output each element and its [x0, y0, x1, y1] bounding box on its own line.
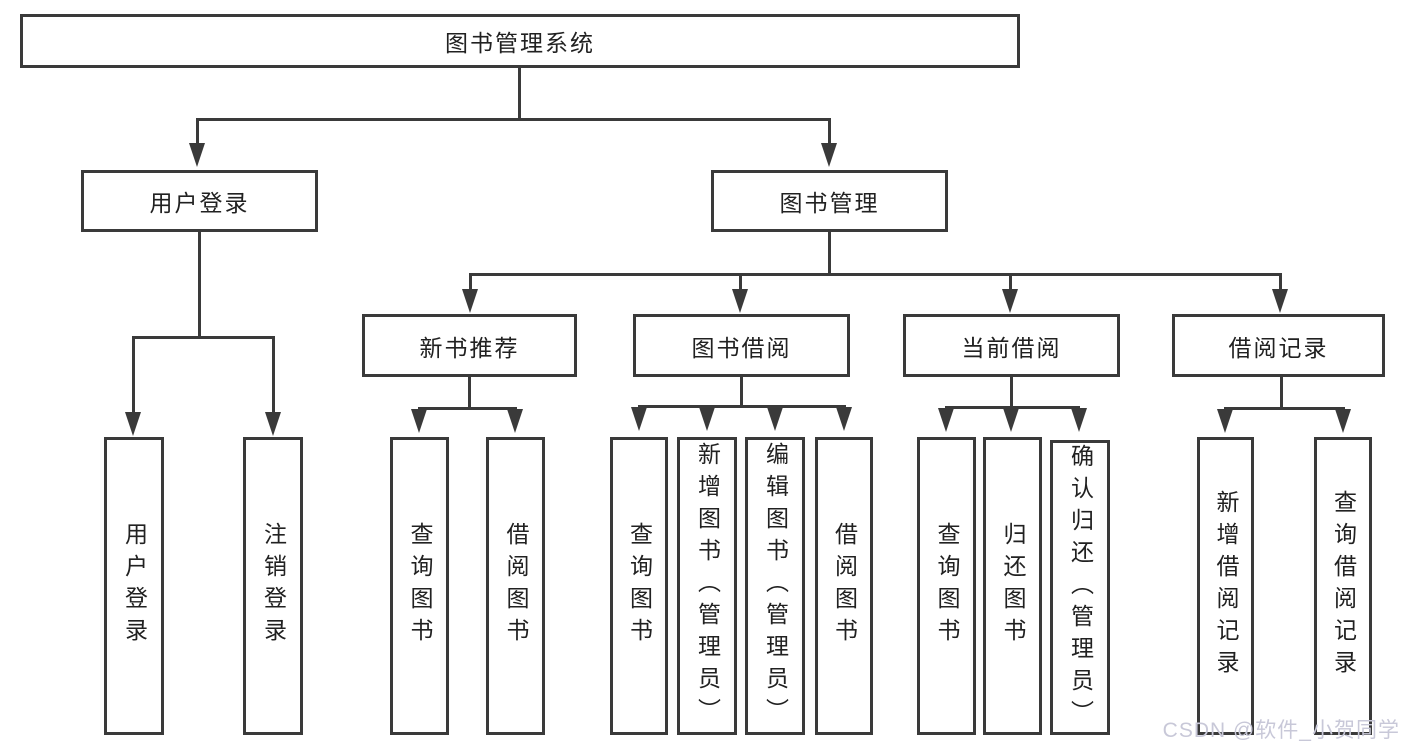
connector-arrow: [821, 143, 837, 167]
connector-arrow: [732, 289, 748, 313]
node-library-management-system: 图书管理系统: [20, 14, 1020, 68]
leaf-nbr-borrow-books: 借阅图书: [486, 437, 545, 735]
connector-arrow: [1002, 289, 1018, 313]
leaf-nbr-query-books: 查询图书: [390, 437, 449, 735]
leaf-cb-return-books: 归还图书: [983, 437, 1042, 735]
node-user-login: 用户登录: [81, 170, 318, 232]
node-label: 图书管理系统: [445, 30, 595, 56]
node-book-borrowing: 图书借阅: [633, 314, 850, 377]
node-label: 归还图书: [1000, 522, 1026, 650]
node-new-book-recommendation: 新书推荐: [362, 314, 577, 377]
connector-arrow: [1272, 289, 1288, 313]
connector-line: [1010, 377, 1013, 407]
node-label: 查询借阅记录: [1330, 490, 1357, 682]
leaf-bb-edit-books-admin: 编辑图书（管理员）: [745, 437, 805, 735]
node-label: 查询图书: [626, 522, 653, 650]
node-label: 新增图书（管理员）: [694, 442, 721, 730]
connector-arrow: [189, 143, 205, 167]
connector-line: [1224, 407, 1345, 410]
leaf-cb-confirm-return-admin: 确认归还（管理员）: [1050, 440, 1110, 735]
connector-arrow: [1003, 408, 1019, 432]
connector-arrow: [767, 407, 783, 431]
connector-arrow: [836, 407, 852, 431]
watermark-text: CSDN @软件_小贺同学: [1162, 719, 1400, 742]
node-label: 查询图书: [407, 522, 433, 650]
connector-line: [469, 273, 1282, 276]
connector-line: [739, 273, 742, 291]
connector-line: [196, 118, 199, 146]
node-current-borrowing: 当前借阅: [903, 314, 1120, 377]
leaf-br-query-record: 查询借阅记录: [1314, 437, 1372, 735]
connector-line: [945, 406, 1080, 409]
connector-line: [468, 377, 471, 408]
connector-arrow: [1217, 409, 1233, 433]
node-label: 借阅记录: [1228, 334, 1329, 361]
connector-line: [828, 118, 831, 146]
connector-line: [1280, 377, 1283, 408]
connector-arrow: [699, 407, 715, 431]
connector-arrow: [507, 409, 523, 433]
node-label: 编辑图书（管理员）: [762, 442, 789, 730]
connector-arrow: [938, 408, 954, 432]
connector-line: [198, 232, 201, 336]
connector-line: [740, 377, 743, 406]
connector-arrow: [462, 289, 478, 313]
connector-arrow: [1335, 409, 1351, 433]
connector-arrow: [631, 407, 647, 431]
leaf-bb-add-books-admin: 新增图书（管理员）: [677, 437, 737, 735]
leaf-bb-borrow-books: 借阅图书: [815, 437, 873, 735]
node-book-management: 图书管理: [711, 170, 948, 232]
leaf-bb-query-books: 查询图书: [610, 437, 668, 735]
node-label: 借阅图书: [503, 522, 529, 650]
node-label: 新增借阅记录: [1213, 490, 1239, 682]
connector-line: [828, 232, 831, 273]
leaf-cb-query-books: 查询图书: [917, 437, 976, 735]
node-label: 确认归还（管理员）: [1067, 443, 1094, 732]
connector-line: [1279, 273, 1282, 291]
connector-line: [518, 68, 521, 118]
connector-line: [1009, 273, 1012, 291]
node-label: 图书借阅: [691, 334, 792, 361]
connector-arrow: [411, 409, 427, 433]
node-label: 图书管理: [779, 190, 880, 216]
connector-arrow: [125, 412, 141, 436]
connector-line: [132, 336, 275, 339]
node-label: 查询图书: [934, 522, 960, 650]
node-label: 借阅图书: [831, 522, 858, 650]
connector-line: [132, 336, 135, 416]
connector-line: [196, 118, 831, 121]
leaf-logout: 注销登录: [243, 437, 303, 735]
connector-arrow: [1071, 408, 1087, 432]
connector-line: [272, 336, 275, 416]
node-label: 新书推荐: [419, 334, 520, 361]
node-label: 用户登录: [121, 522, 148, 650]
node-label: 用户登录: [149, 190, 250, 216]
connector-line: [469, 273, 472, 291]
leaf-br-add-record: 新增借阅记录: [1197, 437, 1254, 735]
connector-arrow: [265, 412, 281, 436]
leaf-user-login: 用户登录: [104, 437, 164, 735]
connector-line: [638, 405, 846, 408]
node-borrowing-records: 借阅记录: [1172, 314, 1385, 377]
node-label: 注销登录: [260, 522, 287, 650]
connector-line: [418, 407, 517, 410]
node-label: 当前借阅: [961, 334, 1062, 361]
